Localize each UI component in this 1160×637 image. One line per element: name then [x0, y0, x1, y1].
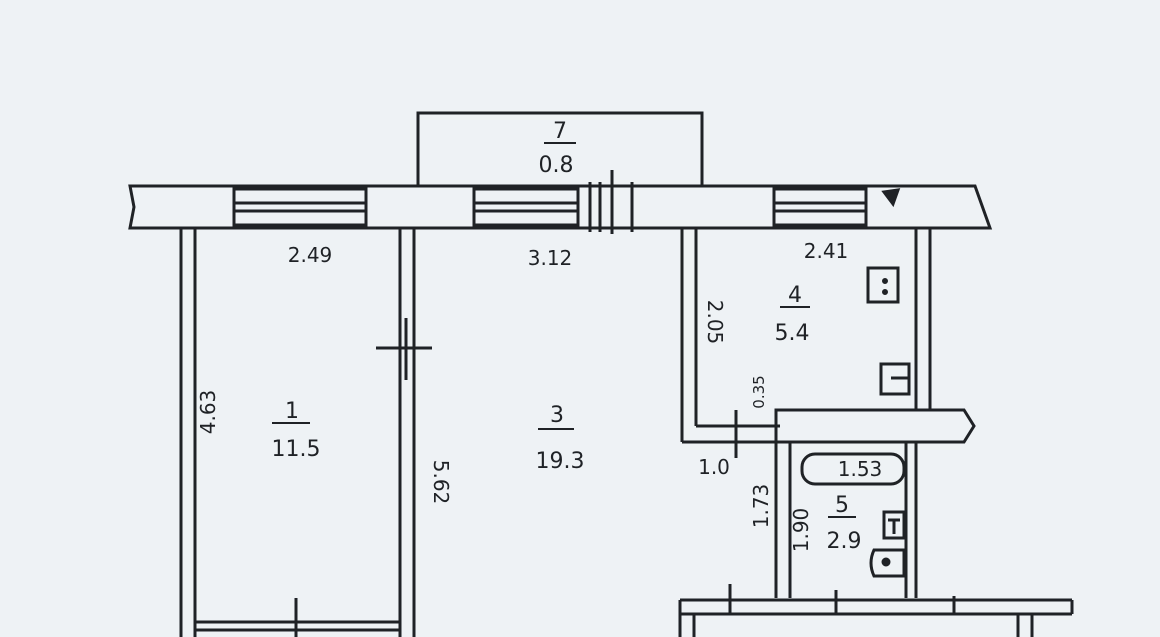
- room3-area: 19.3: [536, 449, 585, 474]
- room7-area: 0.8: [539, 153, 574, 178]
- dim-room4-depth: 2.05: [703, 300, 727, 345]
- dim-bath-depth-outer: 1.73: [749, 484, 773, 529]
- window-kitchen: [772, 187, 868, 227]
- bathtub-icon: [800, 452, 906, 486]
- room1-walls: [179, 228, 416, 637]
- toilet-icon: [869, 548, 906, 578]
- balcony-door: [588, 170, 634, 234]
- stove-icon: [866, 266, 900, 304]
- dim-bathtub-length: 1.53: [838, 457, 883, 481]
- dim-room1-depth: 4.63: [196, 390, 220, 435]
- room1-area: 11.5: [272, 437, 321, 462]
- room1-number: 1: [285, 399, 299, 424]
- kitchen-walls: [680, 228, 932, 458]
- washbasin-icon: [882, 510, 906, 540]
- dim-room1-width: 2.49: [288, 243, 333, 267]
- dim-room4-width: 2.41: [804, 239, 849, 263]
- room3-number: 3: [550, 403, 564, 428]
- room7-number: 7: [553, 119, 567, 144]
- room4-number: 4: [788, 283, 802, 308]
- dim-wall-offset: 0.35: [750, 375, 768, 408]
- kitchen-sink-icon: [879, 362, 911, 396]
- door-room1: [376, 318, 432, 380]
- window-room1: [232, 187, 368, 227]
- gas-riser-icon: [881, 188, 901, 208]
- room5-area: 2.9: [827, 529, 862, 554]
- corridor-wall: [678, 584, 1074, 637]
- dim-room3-depth: 5.62: [429, 460, 453, 505]
- dim-bath-depth-inner: 1.90: [789, 508, 813, 553]
- bathroom-walls: [774, 408, 976, 598]
- room4-area: 5.4: [775, 321, 810, 346]
- dim-room3-width: 3.12: [528, 246, 573, 270]
- room5-number: 5: [835, 493, 849, 518]
- exterior-wall: [128, 184, 993, 230]
- window-room3: [472, 187, 580, 227]
- dim-corridor-width: 1.0: [698, 455, 730, 479]
